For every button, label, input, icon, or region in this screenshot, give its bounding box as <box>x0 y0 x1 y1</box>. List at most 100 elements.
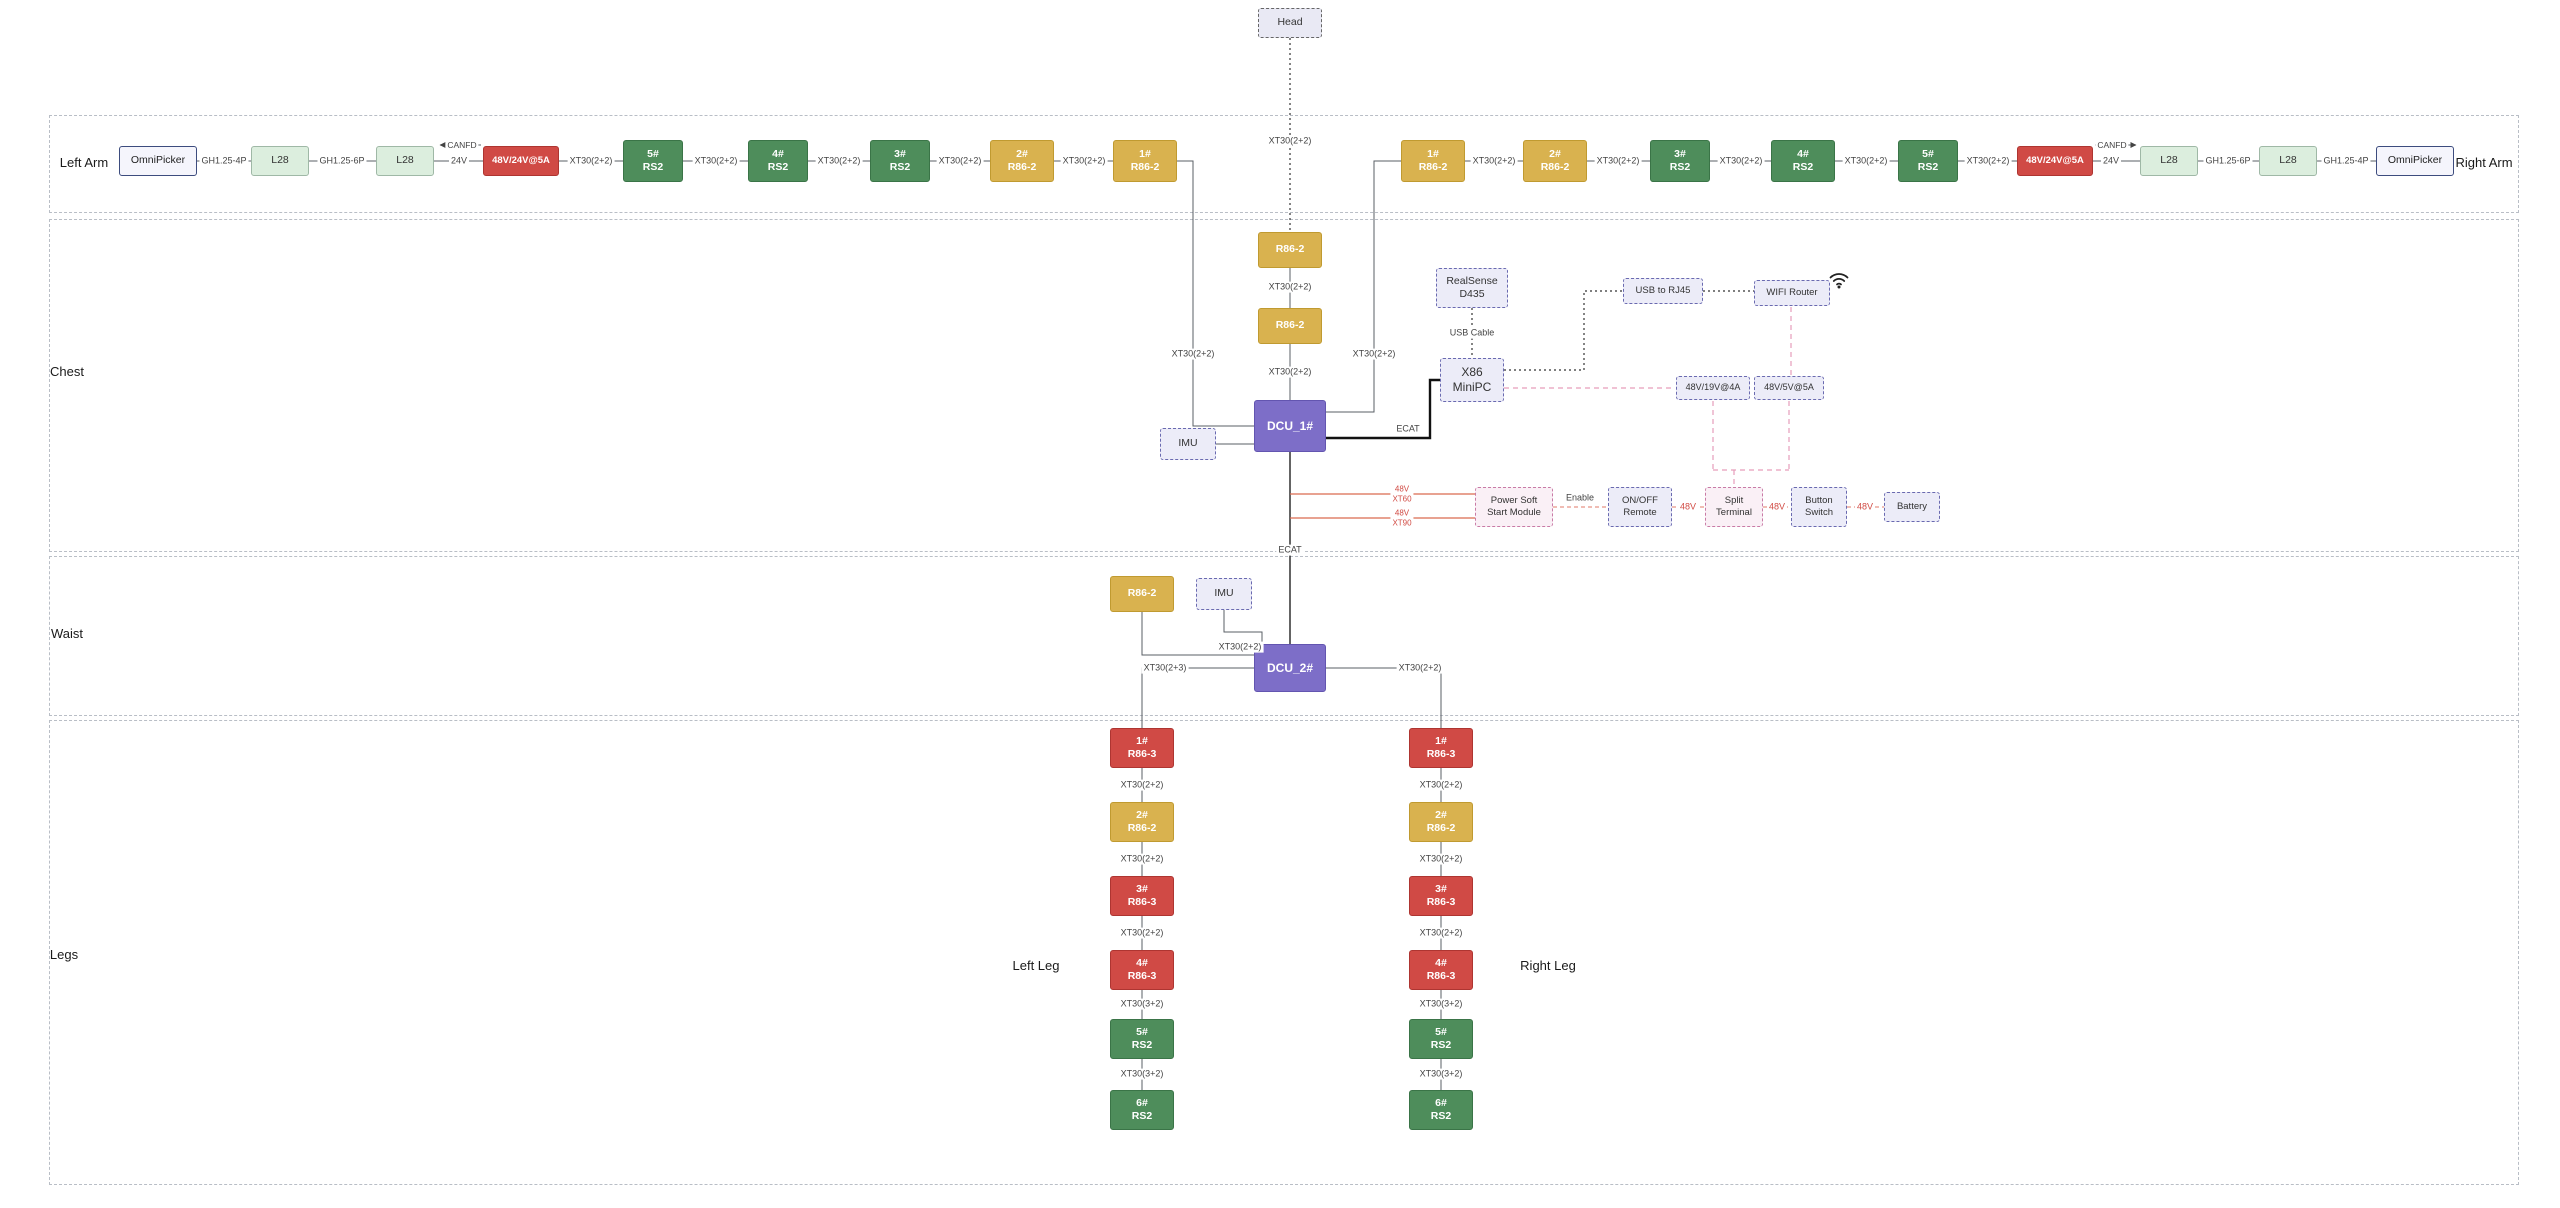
node-right-arm-5-rs2: 5# RS2 <box>1898 140 1958 182</box>
node-waist-r86-2: R86-2 <box>1110 576 1174 612</box>
edge-label: XT30(2+2) <box>1717 155 1765 167</box>
edge-label: XT30(3+2) <box>1417 1068 1465 1080</box>
section-frame-legs <box>49 720 2519 1185</box>
node-left-arm-5-rs2: 5# RS2 <box>623 140 683 182</box>
edge-label: CANFD <box>445 139 479 151</box>
node-right-leg-6-rs2: 6# RS2 <box>1409 1090 1473 1130</box>
node-dcu-1: DCU_1# <box>1254 400 1326 452</box>
wire <box>1504 290 1623 371</box>
node-right-leg-1-r86-3: 1# R86-3 <box>1409 728 1473 768</box>
section-frame-waist <box>49 556 2519 716</box>
node-button-switch: Button Switch <box>1791 487 1847 527</box>
edge-label: XT30(2+2) <box>1594 155 1642 167</box>
node-left-l28-inner: L28 <box>376 146 434 176</box>
node-right-arm-3-rs2: 3# RS2 <box>1650 140 1710 182</box>
node-split-terminal: Split Terminal <box>1705 487 1763 527</box>
edge-label: XT30(2+2) <box>1216 641 1264 653</box>
node-right-converter-48v-24v: 48V/24V@5A <box>2017 146 2093 176</box>
node-right-arm-2-r86-2: 2# R86-2 <box>1523 140 1587 182</box>
edge-label: XT30(2+2) <box>1118 779 1166 791</box>
node-dcu-2: DCU_2# <box>1254 644 1326 692</box>
node-right-leg-4-r86-3: 4# R86-3 <box>1409 950 1473 990</box>
edge-label: XT30(2+2) <box>815 155 863 167</box>
node-usb-to-rj45: USB to RJ45 <box>1623 278 1703 304</box>
node-left-l28-outer: L28 <box>251 146 309 176</box>
edge-label: XT30(2+2) <box>936 155 984 167</box>
edge-label: 48V <box>1766 501 1788 513</box>
node-chest-imu: IMU <box>1160 428 1216 460</box>
node-left-arm-3-rs2: 3# RS2 <box>870 140 930 182</box>
node-right-l28-outer: L28 <box>2259 146 2317 176</box>
edge-label: Enable <box>1563 492 1597 504</box>
edge-label: XT30(2+2) <box>1396 662 1444 674</box>
node-left-leg-3-r86-3: 3# R86-3 <box>1110 876 1174 916</box>
edge-label: XT30(2+2) <box>567 155 615 167</box>
edge-label: 24V <box>2100 155 2122 167</box>
edge-label: XT30(2+2) <box>1266 366 1314 378</box>
node-waist-imu: IMU <box>1196 578 1252 610</box>
wire <box>1326 160 1401 413</box>
node-left-leg-5-rs2: 5# RS2 <box>1110 1019 1174 1059</box>
node-left-arm-2-r86-2: 2# R86-2 <box>990 140 1054 182</box>
edge-label: 48V <box>1677 501 1699 513</box>
edge-label: XT30(2+2) <box>1266 281 1314 293</box>
left-leg-label: Left Leg <box>1012 958 1060 974</box>
edge-label: XT30(2+2) <box>1964 155 2012 167</box>
node-right-arm-1-r86-2: 1# R86-2 <box>1401 140 1465 182</box>
edge-label: XT30(3+2) <box>1417 998 1465 1010</box>
node-conv-48v-19v-4a: 48V/19V@4A <box>1676 376 1750 400</box>
section-label-legs: Legs <box>49 947 79 963</box>
edge-label: GH1.25-6P <box>317 155 367 167</box>
edge-label: XT30(3+2) <box>1118 998 1166 1010</box>
edge-label: XT30(2+2) <box>1350 348 1398 360</box>
node-chest-r86-mid: R86-2 <box>1258 308 1322 344</box>
section-label-right-arm: Right Arm <box>2455 155 2513 171</box>
node-right-leg-2-r86-2: 2# R86-2 <box>1409 802 1473 842</box>
wire <box>1326 667 1442 728</box>
edge-label: XT30(2+2) <box>1118 927 1166 939</box>
section-frame-arms <box>49 115 2519 213</box>
edge-label: 48V <box>1854 501 1876 513</box>
node-right-leg-5-rs2: 5# RS2 <box>1409 1019 1473 1059</box>
edge-label: XT30(2+2) <box>1266 135 1314 147</box>
wire <box>1326 378 1440 440</box>
node-power-soft-start-module: Power Soft Start Module <box>1475 487 1553 527</box>
node-right-arm-4-rs2: 4# RS2 <box>1771 140 1835 182</box>
section-label-left-arm: Left Arm <box>59 155 109 171</box>
wifi-signal-icon <box>1829 273 1849 289</box>
node-on-off-remote: ON/OFF Remote <box>1608 487 1672 527</box>
node-left-arm-1-r86-2: 1# R86-2 <box>1113 140 1177 182</box>
node-x86-minipc: X86 MiniPC <box>1440 358 1504 402</box>
edge-label: CANFD <box>2095 139 2129 151</box>
edge-label: GH1.25-6P <box>2203 155 2253 167</box>
edge-label: XT30(2+2) <box>1060 155 1108 167</box>
edge-label: GH1.25-4P <box>2321 155 2371 167</box>
node-battery: Battery <box>1884 492 1940 522</box>
edge-label: XT30(2+2) <box>1169 348 1217 360</box>
edge-label: XT30(2+3) <box>1141 662 1189 674</box>
section-label-waist: Waist <box>50 626 84 642</box>
node-left-leg-2-r86-2: 2# R86-2 <box>1110 802 1174 842</box>
node-realsense-d435: RealSense D435 <box>1436 268 1508 308</box>
node-left-leg-6-rs2: 6# RS2 <box>1110 1090 1174 1130</box>
edge-label: ECAT <box>1276 544 1304 556</box>
edge-label: XT30(2+2) <box>1118 853 1166 865</box>
edge-label: ECAT <box>1394 423 1422 435</box>
edge-label: XT30(2+2) <box>1417 927 1465 939</box>
edge-label: XT30(2+2) <box>1842 155 1890 167</box>
wire <box>1177 160 1254 427</box>
right-leg-label: Right Leg <box>1520 958 1576 974</box>
node-left-converter-48v-24v: 48V/24V@5A <box>483 146 559 176</box>
edge-label: XT30(2+2) <box>1417 779 1465 791</box>
edge-label: GH1.25-4P <box>199 155 249 167</box>
edge-label: XT30(2+2) <box>692 155 740 167</box>
edge-label: 24V <box>448 155 470 167</box>
node-wifi-router: WIFI Router <box>1754 280 1830 306</box>
edge-label: USB Cable <box>1447 327 1497 339</box>
section-label-chest: Chest <box>50 364 84 380</box>
node-left-omnipicker: OmniPicker <box>119 146 197 176</box>
edge-label: 48V XT60 <box>1390 484 1414 504</box>
edge-label: XT30(2+2) <box>1417 853 1465 865</box>
